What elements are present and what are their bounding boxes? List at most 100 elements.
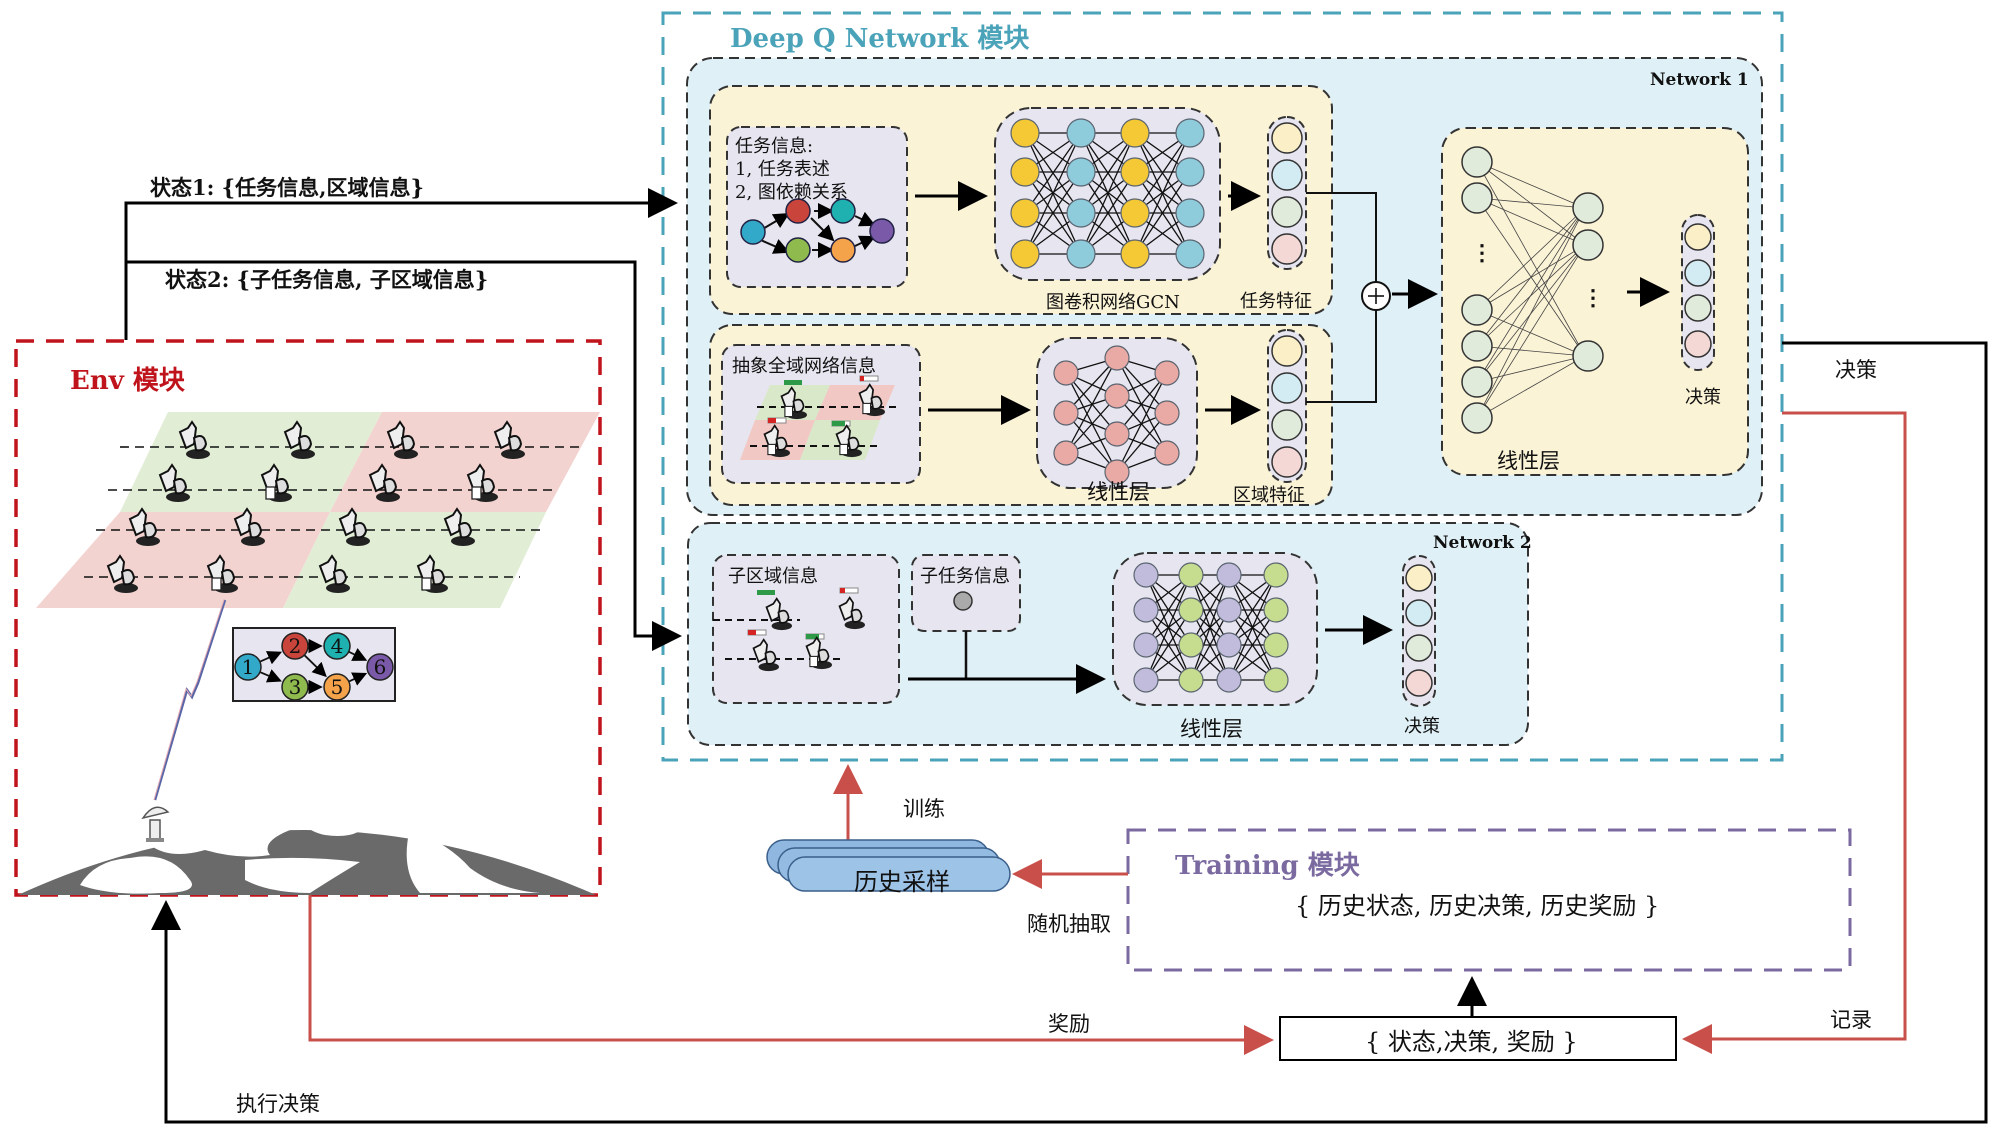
- task-info-line1: 1, 任务表述: [735, 159, 830, 180]
- dag-edge: [348, 647, 368, 661]
- feature-cell: [1271, 122, 1303, 154]
- neuron: [1263, 562, 1289, 588]
- state2-label: 状态2: {子任务信息, 子区域信息}: [165, 267, 489, 292]
- training-module-content: { 历史状态, 历史决策, 历史奖励 }: [1295, 892, 1660, 920]
- satellite-icon: [233, 507, 265, 546]
- neuron: [1178, 667, 1204, 693]
- dag-node-label: 3: [289, 675, 302, 699]
- feature-cell: [1271, 409, 1303, 441]
- record-edge-label: 记录: [1830, 1008, 1872, 1032]
- subtask-node: [953, 591, 973, 611]
- net-edge: [1116, 372, 1168, 473]
- n2-decision-label: 决策: [1404, 716, 1440, 737]
- arrow-decision-execute: [151, 341, 1988, 1124]
- net-edge: [1134, 132, 1191, 255]
- neuron: [1216, 667, 1242, 693]
- task-feature-vector: [1271, 122, 1303, 265]
- task-feature-capsule: [1267, 116, 1307, 270]
- fc-edge: [1476, 197, 1586, 209]
- record-box: [1279, 1016, 1677, 1061]
- n1-decision-label: 决策: [1685, 387, 1721, 408]
- arrow-state1: [124, 188, 678, 340]
- fc-edge: [1476, 309, 1586, 357]
- net-edge: [1134, 132, 1191, 214]
- neuron: [1178, 562, 1204, 588]
- fc-edge: [1476, 355, 1586, 419]
- neuron: [1104, 459, 1130, 485]
- neuron: [1263, 632, 1289, 658]
- neuron: [1066, 118, 1096, 148]
- feature-cell: [1271, 446, 1303, 478]
- net-edge: [1024, 132, 1082, 255]
- history-sampling-stack: [766, 839, 1011, 892]
- dag-node-label: 2: [289, 634, 302, 658]
- fc-edge: [1476, 207, 1586, 347]
- feature-cell: [1684, 259, 1712, 287]
- n2-decision-vector: [1405, 564, 1433, 697]
- net-edge: [1065, 412, 1118, 473]
- decision-edge-label: 决策: [1835, 358, 1877, 382]
- net-edge: [1190, 574, 1230, 646]
- region-linear-label: 线性层: [1087, 480, 1150, 504]
- neuron: [1053, 440, 1079, 466]
- satellite-icon: [178, 420, 210, 459]
- dag-node: [281, 673, 309, 701]
- neuron: [1133, 597, 1159, 623]
- net-edge: [1080, 132, 1136, 214]
- satellite-icon: [368, 463, 400, 502]
- region-feature-vector: [1271, 335, 1303, 478]
- fc-edge: [1476, 345, 1586, 357]
- n2-decision-capsule: [1402, 555, 1436, 707]
- neuron: [1461, 182, 1493, 214]
- neuron: [1104, 421, 1130, 447]
- neuron: [1010, 157, 1040, 187]
- feature-cell: [1405, 599, 1433, 627]
- uplink-beam: [153, 599, 227, 801]
- neuron: [1154, 360, 1180, 386]
- neuron: [1066, 157, 1096, 187]
- neuron: [1572, 192, 1604, 224]
- gcn-label: 图卷积网络GCN: [1046, 292, 1180, 313]
- neuron: [1120, 239, 1150, 269]
- training-module-box: [1126, 828, 1852, 972]
- task-info-title: 任务信息:: [735, 136, 814, 157]
- train-edge-label: 训练: [903, 797, 945, 821]
- arrow-state2: [126, 260, 682, 651]
- task-feature-label: 任务特征: [1240, 291, 1312, 312]
- subtask-info-title: 子任务信息: [920, 566, 1010, 587]
- region-grid-mini: [740, 375, 897, 460]
- dag-node-label: 6: [374, 655, 387, 679]
- net-edge: [1228, 574, 1277, 681]
- fc-edge: [1476, 244, 1586, 419]
- neuron: [1053, 360, 1079, 386]
- satellite-icon: [752, 638, 779, 672]
- satellite-icon: [416, 554, 448, 593]
- neuron: [1263, 667, 1289, 693]
- neuron: [1461, 294, 1493, 326]
- execute-edge-label: 执行决策: [236, 1092, 320, 1116]
- dag-edge: [259, 651, 283, 665]
- feature-cell: [1405, 564, 1433, 592]
- neuron: [1175, 239, 1205, 269]
- task-feature-to-merge: [1306, 192, 1377, 282]
- dag-node-label: 5: [331, 675, 344, 699]
- network2-title: Network 2: [1433, 533, 1532, 553]
- feature-cell: [1271, 196, 1303, 228]
- net-edge: [1116, 372, 1168, 435]
- satellite-icon: [493, 420, 525, 459]
- satellite-icon: [765, 597, 792, 631]
- net-edge: [1228, 609, 1277, 681]
- satellite-icon: [260, 463, 292, 502]
- net-edge: [1228, 574, 1277, 646]
- neuron: [1216, 597, 1242, 623]
- net-edge: [1024, 171, 1082, 255]
- neuron: [1120, 198, 1150, 228]
- arrow-reward: [308, 895, 1274, 1055]
- dag-node: [323, 673, 351, 701]
- neuron: [1461, 366, 1493, 398]
- region-info-title: 抽象全域网络信息: [732, 356, 876, 377]
- subregion-info-title: 子区域信息: [728, 566, 818, 587]
- satellite-icon: [835, 424, 862, 458]
- neuron: [1010, 198, 1040, 228]
- feature-cell: [1684, 330, 1712, 358]
